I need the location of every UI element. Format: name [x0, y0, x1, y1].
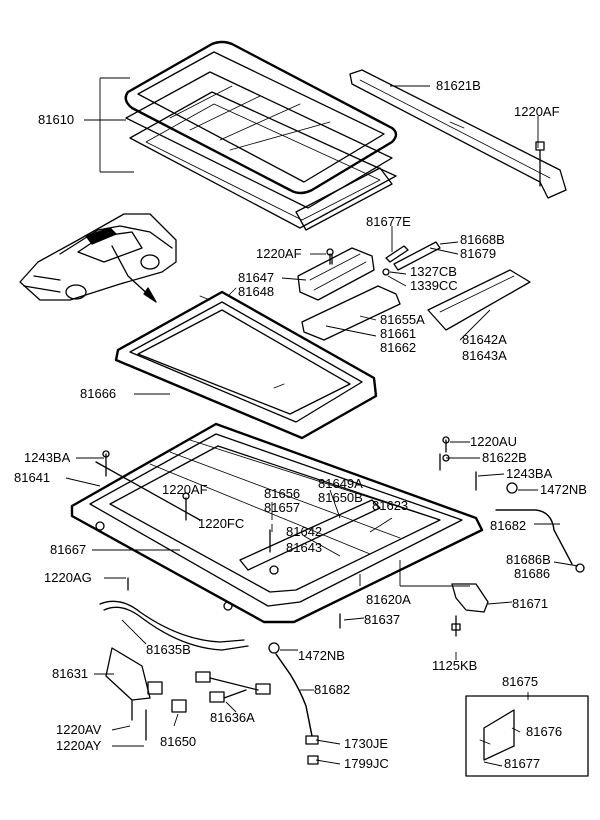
label-81642A: 81642A [462, 332, 507, 347]
label-1220AU: 1220AU [470, 434, 517, 449]
label-81655A: 81655A [380, 312, 425, 327]
label-1339CC: 1339CC [410, 278, 458, 293]
label-1220AF-b: 1220AF [256, 246, 302, 261]
label-81666: 81666 [80, 386, 116, 401]
label-1220AG: 1220AG [44, 570, 92, 585]
car-illustration [19, 213, 177, 303]
sunroof-motor [105, 647, 163, 741]
label-1220FC: 1220FC [198, 516, 244, 531]
label-81643A: 81643A [462, 348, 507, 363]
label-1220AF-c: 1220AF [162, 482, 208, 497]
label-81686B: 81686B [506, 552, 551, 567]
wire-harness [195, 671, 271, 703]
label-1472NB-a: 1472NB [540, 482, 587, 497]
drive-cables [99, 600, 249, 651]
label-81636A: 81636A [210, 710, 255, 725]
label-81642: 81642 [286, 524, 322, 539]
part-labels: 81610 81621B 1220AF 81677E 1220AF 81668B… [14, 78, 587, 771]
label-81643: 81643 [286, 540, 322, 555]
label-81667: 81667 [50, 542, 86, 557]
label-81657: 81657 [264, 500, 300, 515]
drain-hose-left [275, 653, 319, 765]
main-frame [70, 422, 484, 624]
label-81631: 81631 [52, 666, 88, 681]
label-81621B: 81621B [436, 78, 481, 93]
label-81647: 81647 [238, 270, 274, 285]
label-1243BA-b: 1243BA [506, 466, 553, 481]
fasteners [102, 253, 518, 654]
label-81661: 81661 [380, 326, 416, 341]
label-81622B: 81622B [482, 450, 527, 465]
label-1220AY: 1220AY [56, 738, 102, 753]
label-81610: 81610 [38, 112, 74, 127]
glass-panel-assembly [124, 40, 398, 231]
bracket-81671 [451, 583, 489, 637]
label-81623: 81623 [372, 498, 408, 513]
label-81648: 81648 [238, 284, 274, 299]
label-81686: 81686 [514, 566, 550, 581]
relay-81650 [171, 699, 187, 713]
label-1220AF-a: 1220AF [514, 104, 560, 119]
deflector-rail [349, 69, 567, 199]
label-81675: 81675 [502, 674, 538, 689]
label-1472NB-b: 1472NB [298, 648, 345, 663]
label-1125KB: 1125KB [432, 658, 477, 673]
label-1799JC: 1799JC [344, 756, 389, 771]
label-81650B: 81650B [318, 490, 363, 505]
label-81679: 81679 [460, 246, 496, 261]
label-81635B: 81635B [146, 642, 191, 657]
label-81668B: 81668B [460, 232, 505, 247]
motor-bracket [297, 241, 531, 341]
label-81650: 81650 [160, 734, 196, 749]
label-81637: 81637 [364, 612, 400, 627]
leader-81610 [84, 77, 134, 173]
leader-lines [65, 85, 579, 767]
label-1220AV: 1220AV [56, 722, 102, 737]
label-1327CB: 1327CB [410, 264, 457, 279]
label-1243BA-a: 1243BA [24, 450, 71, 465]
label-81676: 81676 [526, 724, 562, 739]
drain-hose-right [495, 509, 585, 573]
label-1730JE: 1730JE [344, 736, 388, 751]
label-81682-b: 81682 [314, 682, 350, 697]
label-81671: 81671 [512, 596, 548, 611]
label-81656: 81656 [264, 486, 300, 501]
inset-box [465, 695, 589, 777]
label-81620A: 81620A [366, 592, 411, 607]
label-81677E: 81677E [366, 214, 411, 229]
label-81649A: 81649A [318, 476, 363, 491]
label-81641: 81641 [14, 470, 50, 485]
label-81662: 81662 [380, 340, 416, 355]
label-81677: 81677 [504, 756, 540, 771]
sunshade-panel [114, 287, 378, 440]
label-81682-a: 81682 [490, 518, 526, 533]
